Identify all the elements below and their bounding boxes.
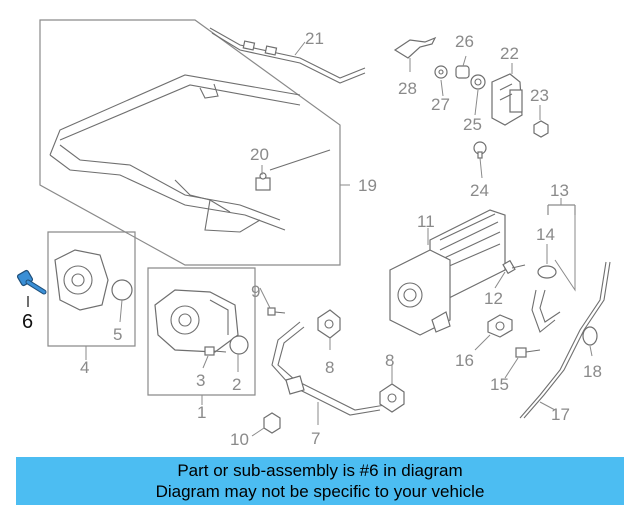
callout-7: 7 xyxy=(311,429,320,448)
nut-23 xyxy=(533,120,549,138)
callout-4: 4 xyxy=(80,358,89,377)
gasket-16 xyxy=(487,314,513,338)
valve-20 xyxy=(255,172,271,191)
banner-line-1: Part or sub-assembly is #6 in diagram xyxy=(177,461,463,480)
callout-16: 16 xyxy=(455,351,474,370)
callout-28: 28 xyxy=(398,79,417,98)
bolt-15 xyxy=(515,347,541,358)
callout-27: 27 xyxy=(431,95,450,114)
banner-line-2: Diagram may not be specific to your vehi… xyxy=(155,482,485,501)
callout-11: 11 xyxy=(417,212,435,231)
pipe-7 xyxy=(271,321,386,416)
callout-26: 26 xyxy=(455,32,474,51)
callout-24: 24 xyxy=(470,181,489,200)
callout-25: 25 xyxy=(463,115,482,134)
hose-13 xyxy=(531,289,561,333)
o-ring-5 xyxy=(111,279,133,301)
nut-10 xyxy=(263,412,281,434)
pipe-assembly-19 xyxy=(49,74,331,233)
washer-25 xyxy=(470,74,486,90)
callout-14: 14 xyxy=(536,225,555,244)
bolt-9 xyxy=(267,307,286,316)
callout-8b: 8 xyxy=(385,351,394,370)
bolt-12 xyxy=(502,259,526,275)
callout-18: 18 xyxy=(583,362,602,381)
callout-13: 13 xyxy=(550,181,569,200)
bolt-24 xyxy=(473,141,487,159)
callout-6: 6 xyxy=(22,311,33,333)
callout-5: 5 xyxy=(113,325,122,344)
egr-cooler-11 xyxy=(389,209,506,336)
callout-15: 15 xyxy=(490,375,509,394)
callout-2: 2 xyxy=(232,375,241,394)
callout-1: 1 xyxy=(197,403,206,422)
callout-23: 23 xyxy=(530,86,549,105)
callout-9: 9 xyxy=(251,282,260,301)
leader-lines xyxy=(85,41,593,437)
nut-26 xyxy=(455,65,470,79)
callout-10: 10 xyxy=(230,430,249,449)
pipe-assembly-frame xyxy=(39,19,341,266)
gasket-8a xyxy=(317,309,341,339)
pump-housing-4 xyxy=(54,249,109,311)
bolt-6-highlighted xyxy=(16,269,47,295)
callout-20: 20 xyxy=(250,145,269,164)
pipe-17 xyxy=(519,261,607,419)
egr-valve-1 xyxy=(154,289,239,353)
callout-8a: 8 xyxy=(325,358,334,377)
callout-12: 12 xyxy=(484,289,503,308)
cap-18 xyxy=(582,326,598,346)
bracket-28 xyxy=(393,36,437,59)
solenoid-22 xyxy=(491,73,523,126)
callout-17: 17 xyxy=(551,405,570,424)
callout-21: 21 xyxy=(305,29,324,48)
subassembly-frame-4 xyxy=(47,231,136,347)
grommet-14 xyxy=(537,265,557,279)
subassembly-frame-1 xyxy=(147,267,256,396)
callout-3: 3 xyxy=(196,371,205,390)
gasket-8b xyxy=(379,383,405,413)
info-banner: Part or sub-assembly is #6 in diagram Di… xyxy=(16,457,624,505)
pipe-21 xyxy=(209,27,366,84)
callout-22: 22 xyxy=(500,44,519,63)
washer-27 xyxy=(434,65,448,79)
callout-19: 19 xyxy=(358,176,377,195)
o-ring-2 xyxy=(229,335,249,355)
bolt-3 xyxy=(204,346,227,356)
